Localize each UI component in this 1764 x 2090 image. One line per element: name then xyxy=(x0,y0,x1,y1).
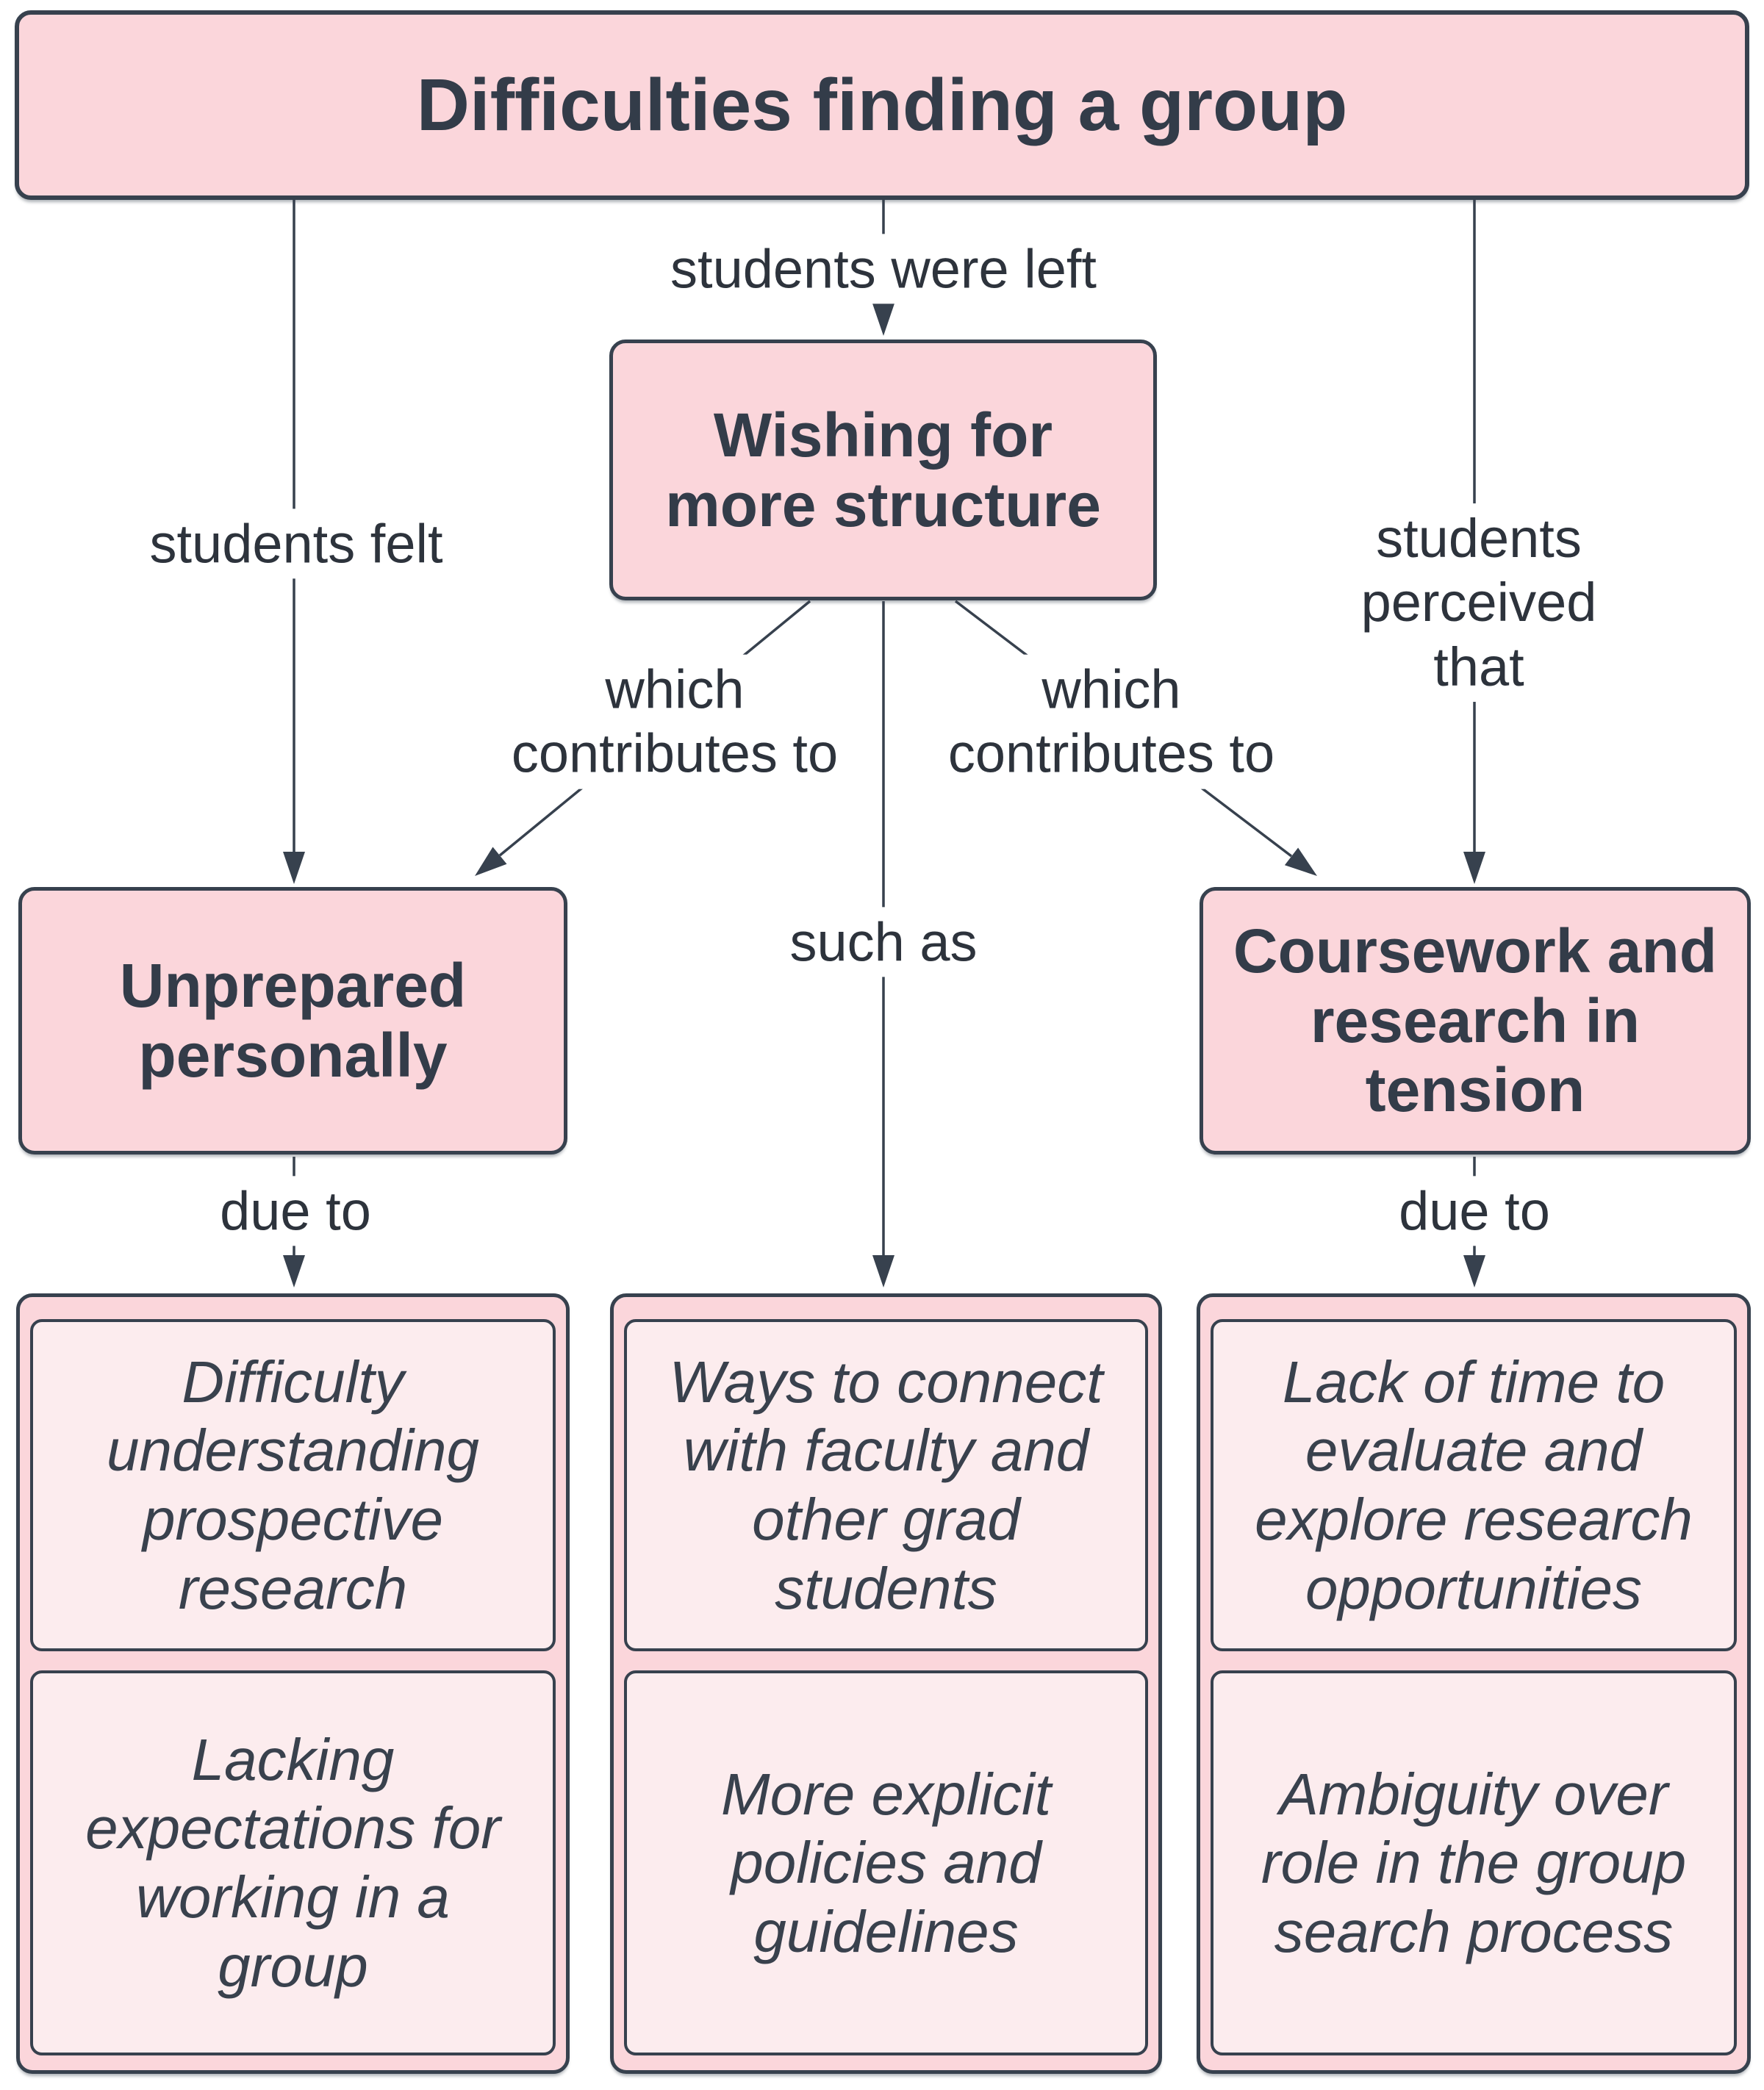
leaf-explicit-policies: More explicit policies and guidelines xyxy=(624,1670,1148,2055)
edge-label-due-to-right: due to xyxy=(1384,1176,1565,1246)
arrowhead-into-right-leaves xyxy=(1463,1255,1485,1288)
leaf-group-right: Lack of time to evaluate and explore res… xyxy=(1197,1293,1751,2074)
arrowhead-into-coursework-vertical xyxy=(1463,852,1485,884)
leaf-lacking-expectations: Lacking expectations for working in a gr… xyxy=(30,1670,556,2055)
arrowhead-into-coursework-diagonal xyxy=(1284,847,1317,876)
edge-label-students-perceived-that: students perceived that xyxy=(1336,503,1621,702)
coursework-node-text: Coursework and research in tension xyxy=(1233,916,1718,1125)
leaf-lack-of-time: Lack of time to evaluate and explore res… xyxy=(1211,1319,1737,1651)
arrowhead-into-unprepared-diagonal xyxy=(475,847,507,876)
arrowhead-into-wishing xyxy=(872,304,894,336)
edge-label-students-were-left: students were left xyxy=(656,234,1111,304)
leaf-text: Ambiguity over role in the group search … xyxy=(1261,1761,1687,1964)
wishing-node-text: Wishing for more structure xyxy=(665,400,1101,539)
edge-label-due-to-left: due to xyxy=(205,1176,386,1246)
wishing-node: Wishing for more structure xyxy=(609,340,1157,600)
coursework-node: Coursework and research in tension xyxy=(1200,887,1751,1154)
edge-label-students-felt: students felt xyxy=(135,509,458,579)
title-node: Difficulties finding a group xyxy=(15,10,1749,200)
leaf-ambiguity-over-role: Ambiguity over role in the group search … xyxy=(1211,1670,1737,2055)
leaf-text: Lacking expectations for working in a gr… xyxy=(85,1726,501,1999)
arrowhead-into-unprepared-vertical xyxy=(283,852,305,884)
unprepared-node: Unprepared personally xyxy=(18,887,567,1154)
leaf-text: Ways to connect with faculty and other g… xyxy=(669,1349,1103,1621)
arrowhead-into-middle-leaves xyxy=(872,1255,894,1288)
edge-label-such-as: such as xyxy=(775,907,992,977)
leaf-group-left: Difficulty understanding prospective res… xyxy=(16,1293,570,2074)
leaf-text: More explicit policies and guidelines xyxy=(720,1761,1052,1964)
leaf-difficulty-understanding: Difficulty understanding prospective res… xyxy=(30,1319,556,1651)
edge-label-which-contributes-left: which contributes to xyxy=(496,654,853,789)
title-text: Difficulties finding a group xyxy=(416,63,1348,146)
unprepared-node-text: Unprepared personally xyxy=(119,951,467,1090)
edge-label-which-contributes-right: which contributes to xyxy=(933,654,1290,789)
leaf-text: Difficulty understanding prospective res… xyxy=(106,1349,480,1621)
arrowhead-into-left-leaves xyxy=(283,1255,305,1288)
leaf-ways-to-connect: Ways to connect with faculty and other g… xyxy=(624,1319,1148,1651)
leaf-group-middle: Ways to connect with faculty and other g… xyxy=(610,1293,1162,2074)
leaf-text: Lack of time to evaluate and explore res… xyxy=(1255,1349,1693,1621)
